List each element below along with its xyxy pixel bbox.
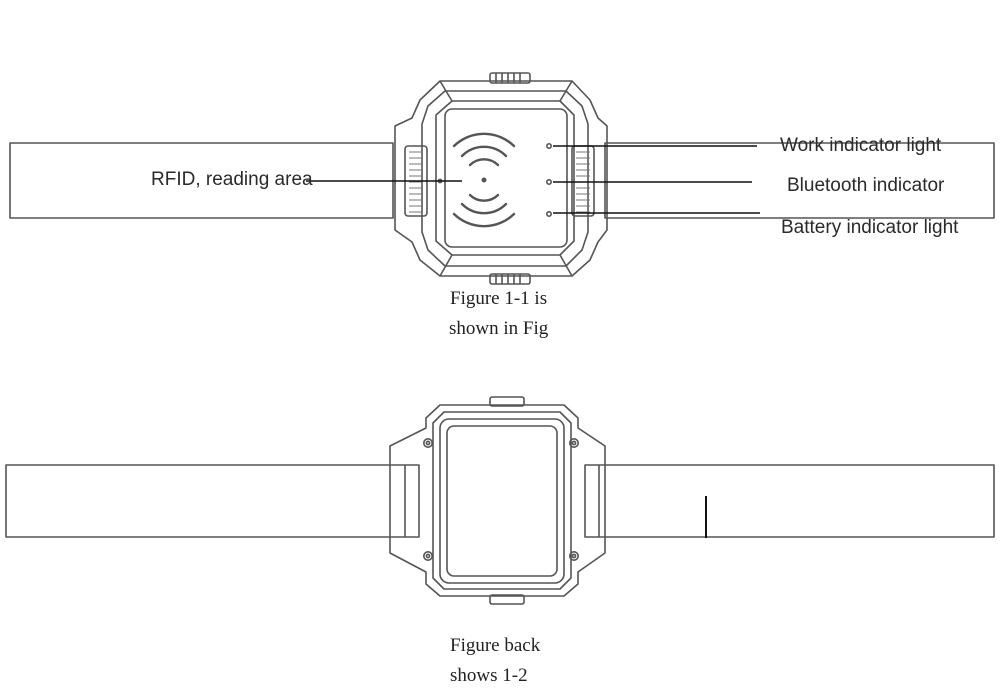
figure-2-caption-line1: Figure back [450, 635, 541, 656]
back-top-button [489, 396, 525, 407]
work-indicator-label: Work indicator light [780, 135, 942, 156]
back-case-outer [389, 404, 606, 597]
back-cover-inner [446, 425, 558, 577]
front-bottom-button [489, 273, 531, 285]
front-bezel [435, 100, 575, 256]
back-strap-right [584, 464, 995, 538]
leader-lines [306, 145, 760, 214]
front-face [444, 108, 568, 248]
back-bottom-button [489, 594, 525, 605]
front-top-button [489, 72, 531, 84]
back-strap-left [5, 464, 420, 538]
battery-led [545, 211, 552, 218]
bluetooth-led [545, 179, 552, 186]
back-case-inner [432, 411, 572, 590]
grille-lines [409, 151, 590, 213]
screw-icons [422, 437, 579, 561]
figure-2-caption-line2: shows 1-2 [450, 665, 528, 686]
bluetooth-indicator-label: Bluetooth indicator [787, 175, 945, 196]
back-watch [5, 396, 995, 605]
battery-indicator-label: Battery indicator light [781, 217, 959, 238]
figure-1-caption-line2: shown in Fig [449, 318, 549, 339]
front-case-inner [421, 90, 589, 267]
front-strap-right [604, 142, 995, 219]
rfid-label: RFID, reading area [151, 169, 313, 190]
work-led [545, 143, 552, 150]
rfid-icon [452, 132, 516, 228]
back-cover [439, 418, 565, 584]
figure-1-caption-line1: Figure 1-1 is [450, 288, 548, 309]
front-watch [9, 72, 995, 285]
